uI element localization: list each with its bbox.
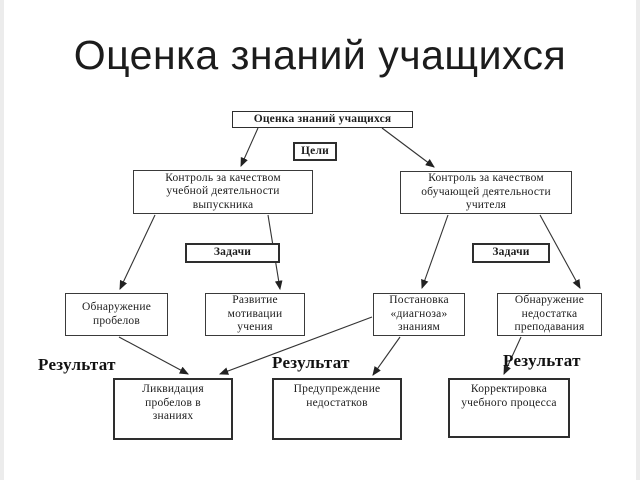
node-gap-elimination: Ликвидация пробелов в знаниях — [113, 378, 233, 440]
node-correction: Корректировка учебного процесса — [448, 378, 570, 438]
node-diagnosis: Постановка «диагноза» знаниям — [373, 293, 465, 336]
slide-title: Оценка знаний учащихся — [73, 32, 567, 78]
node-gap-detection: Обнаружение пробелов — [65, 293, 168, 336]
node-control-graduate: Контроль за качеством учебной деятельнос… — [133, 170, 313, 214]
node-motivation: Развитие мотивации учения — [205, 293, 305, 336]
node-assessment-root: Оценка знаний учащихся — [232, 111, 413, 128]
node-prevention: Предупреждение недостатков — [272, 378, 402, 440]
result-label-left: Результат — [38, 355, 116, 374]
node-teaching-flaws: Обнаружение недостатка преподавания — [497, 293, 602, 336]
node-tasks-right: Задачи — [472, 243, 550, 263]
node-control-teacher: Контроль за качеством обучающей деятельн… — [400, 171, 572, 214]
slide-edge-left — [0, 0, 4, 480]
result-label-middle: Результат — [272, 353, 350, 372]
result-label-right: Результат — [503, 351, 581, 370]
node-goals: Цели — [293, 142, 337, 161]
node-tasks-left: Задачи — [185, 243, 280, 263]
slide-edge-right — [636, 0, 640, 480]
